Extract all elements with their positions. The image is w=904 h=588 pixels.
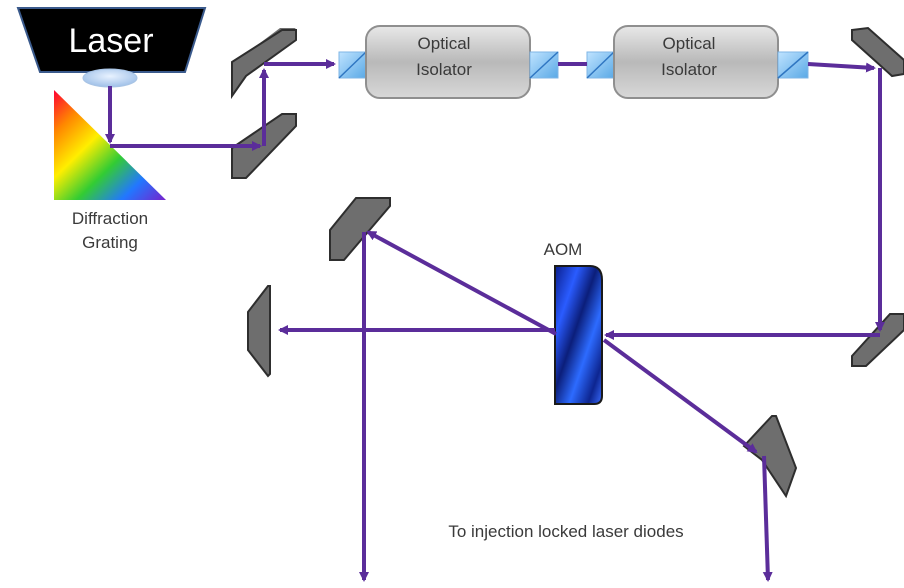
laser-box (16, 7, 207, 73)
grating-label-line2: Grating (82, 233, 138, 252)
beam-paths (105, 59, 885, 582)
optical-isolator-2: Optical Isolator (586, 25, 809, 99)
mirror-bottom-right (851, 313, 904, 367)
output-label: To injection locked laser diodes (448, 522, 683, 541)
aom-crystal (554, 265, 603, 405)
laser-label: Laser (68, 22, 153, 60)
mirror-far-left (247, 285, 271, 378)
beam-aom-to-lower-right-mirror (602, 338, 758, 454)
grating-label-line1: Diffraction (72, 209, 148, 228)
optical-isolator-1: Optical Isolator (338, 25, 559, 99)
isolator-1-label-line2: Isolator (416, 60, 472, 79)
aom-label: AOM (544, 240, 583, 259)
collimating-lens (82, 68, 138, 88)
isolator-2-label-line1: Optical (663, 34, 716, 53)
laser-source: Laser (16, 7, 207, 88)
mirror-lower-right (742, 415, 798, 499)
beam-to-top-right-mirror (807, 62, 876, 73)
mirror-top-right (851, 26, 904, 78)
isolator-1-label-line1: Optical (418, 34, 471, 53)
beam-right-output (762, 455, 773, 582)
mirror-mid-left (329, 197, 391, 261)
aom: AOM (544, 240, 603, 405)
isolator-2-label-line2: Isolator (661, 60, 717, 79)
beam-aom-to-mid-mirror (366, 230, 557, 336)
